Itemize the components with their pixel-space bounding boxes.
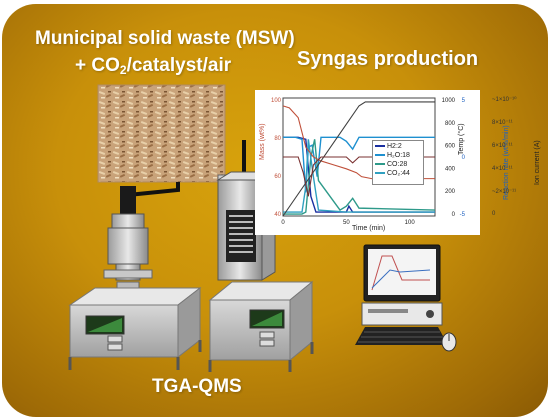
x-tick: 100 bbox=[405, 220, 416, 226]
mass-tick: 60 bbox=[274, 174, 281, 180]
temp-axis-label: Temp (°C) bbox=[458, 123, 465, 155]
legend-item-h2o: H₂O:18 bbox=[375, 151, 421, 160]
series-line-6 bbox=[283, 156, 435, 197]
instrument-label: TGA-QMS bbox=[152, 376, 242, 397]
temp-tick: 1000 bbox=[442, 98, 456, 104]
temp-tick: 600 bbox=[445, 144, 456, 150]
legend-item-co: CO:28 bbox=[375, 160, 421, 169]
temp-tick: 800 bbox=[445, 121, 456, 127]
legend-item-h2: H2:2 bbox=[375, 142, 421, 151]
ion-tick: 6×10⁻¹¹ bbox=[492, 143, 513, 149]
series-line-3 bbox=[283, 139, 435, 213]
msw-subtitle: + CO2/catalyst/air bbox=[75, 55, 232, 77]
mass-axis-label: Mass (wt%) bbox=[259, 123, 266, 160]
msw-title: Municipal solid waste (MSW) bbox=[35, 28, 295, 49]
ion-tick: ~2×10⁻¹¹ bbox=[492, 189, 517, 195]
waste-sample-photo bbox=[97, 84, 226, 183]
ion-tick: ~1×10⁻¹⁰ bbox=[492, 97, 517, 103]
rate-tick: 0 bbox=[462, 155, 466, 161]
mass-tick: 100 bbox=[271, 98, 282, 104]
legend-item-co2: CO₂:44 bbox=[375, 169, 421, 178]
series-line-5 bbox=[282, 101, 435, 217]
computer-icon bbox=[355, 244, 457, 352]
rate-tick: -5 bbox=[460, 212, 466, 218]
series-line-2 bbox=[283, 139, 436, 215]
series-line-1 bbox=[283, 136, 435, 193]
syngas-title: Syngas production bbox=[297, 48, 479, 70]
series-line-4 bbox=[282, 105, 435, 180]
chart-legend: H2:2 H₂O:18 CO:28 CO₂:44 bbox=[372, 140, 424, 185]
temp-tick: 400 bbox=[445, 166, 456, 172]
x-tick: 50 bbox=[343, 220, 350, 226]
temp-tick: 200 bbox=[445, 189, 456, 195]
ion-tick: 4×10⁻¹¹ bbox=[492, 166, 513, 172]
temp-tick: 0 bbox=[452, 212, 456, 218]
x-tick: 0 bbox=[281, 220, 285, 226]
ion-tick: 0 bbox=[492, 211, 496, 217]
tga-instrument-left bbox=[68, 182, 202, 370]
rate-tick: 5 bbox=[462, 98, 466, 104]
ion-axis-label: Ion current (A) bbox=[534, 140, 541, 185]
mass-tick: 80 bbox=[274, 136, 281, 142]
ion-tick: 8×10⁻¹¹ bbox=[492, 120, 513, 126]
x-axis-label: Time (min) bbox=[352, 225, 386, 232]
mass-tick: 40 bbox=[274, 212, 281, 218]
